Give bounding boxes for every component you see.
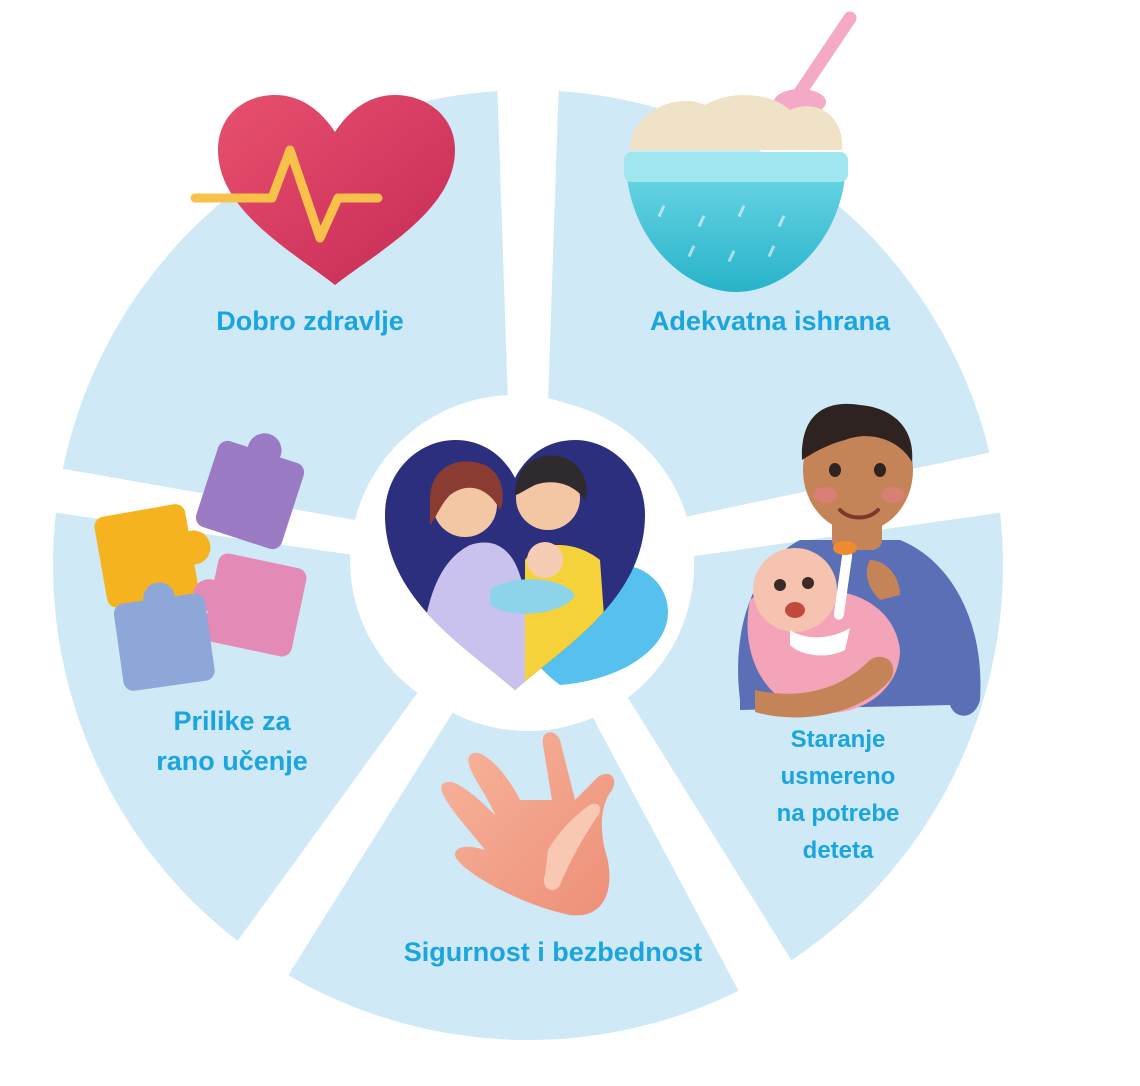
segment-label-line: Adekvatna ishrana [650,306,891,336]
puzzle-pieces-icon [94,433,307,691]
family-heart-icon [385,440,668,690]
segment-label-line: na potrebe [777,800,900,827]
segment-label-line: Dobro zdravlje [216,306,404,336]
segment-label-learning: Prilike za rano učenje [156,706,308,776]
segment-label-line: Sigurnost i bezbednost [404,937,703,967]
food-bowl-icon [624,11,857,292]
center-medallion [350,395,680,725]
segment-label-line: Prilike za [173,706,291,736]
segment-label-line: usmereno [781,763,896,790]
segment-label-health: Dobro zdravlje [216,306,404,336]
heart-pulse-icon [190,95,455,285]
segment-label-security: Sigurnost i bezbednost [404,937,703,967]
segment-label-line: deteta [803,837,874,864]
segment-label-responsive-care: Staranje usmereno na potrebe deteta [777,726,900,864]
hands-icon [441,732,615,916]
segment-label-nutrition: Adekvatna ishrana [650,306,891,336]
segment-label-line: rano učenje [156,746,308,776]
father-feeding-baby-icon [738,403,981,718]
segment-label-line: Staranje [791,726,886,753]
